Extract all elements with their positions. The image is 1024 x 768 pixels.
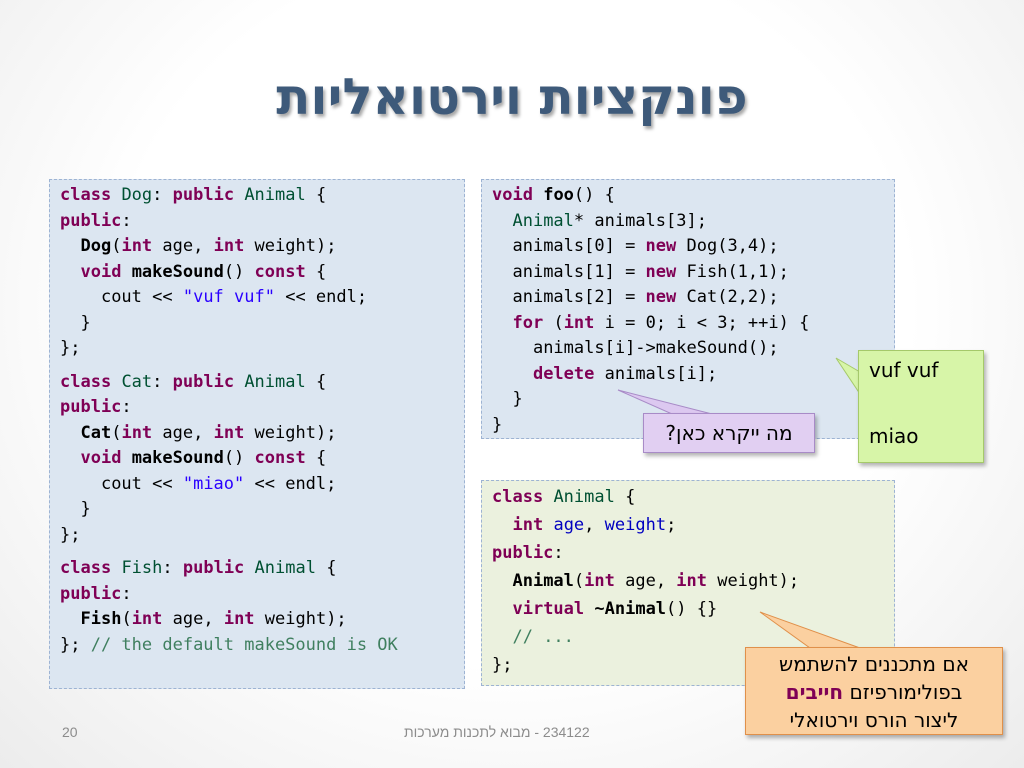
fish-class: class Fish: public Animal {public: Fish(…: [60, 558, 398, 655]
page-number: 20: [62, 724, 78, 740]
virtual-destructor-note: אם מתכננים להשתמש בפולימורפיזם חייבים לי…: [745, 647, 1003, 735]
cat-class: class Cat: public Animal {public: Cat(in…: [60, 371, 337, 545]
code-block-animal: class Animal { int age, weight;public: A…: [481, 480, 895, 686]
footer-course: 234122 - מבוא לתכנות מערכות: [404, 724, 590, 740]
code-block-foo: void foo() { Animal* animals[3]; animals…: [481, 179, 895, 439]
page-title: פונקציות וירטואליות: [276, 68, 748, 126]
output-callout: vuf vuf miao: [858, 350, 984, 463]
code-block-classes: class Dog: public Animal {public: Dog(in…: [49, 179, 465, 689]
question-callout: מה ייקרא כאן?: [643, 413, 815, 453]
dog-class: class Dog: public Animal {public: Dog(in…: [60, 185, 368, 358]
